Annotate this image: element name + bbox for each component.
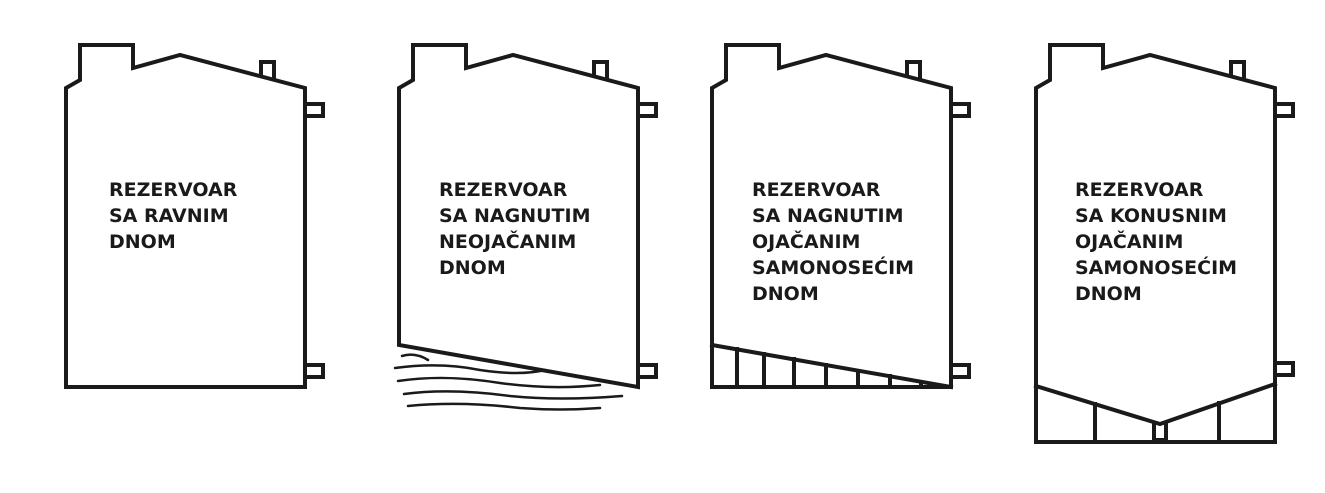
label-line: SA NAGNUTIM <box>439 205 590 227</box>
roof-nozzle <box>259 60 276 81</box>
tank-conical-reinforced-bottom: REZERVOAR SA KONUSNIM OJAČANIM SAMONOSEĆ… <box>1033 43 1295 444</box>
label-line: DNOM <box>439 257 506 279</box>
label-line: OJAČANIM <box>1075 229 1183 253</box>
tank-body-outline <box>710 43 953 389</box>
upper-side-nozzle <box>949 102 971 118</box>
conical-bottom-plate <box>1033 381 1278 427</box>
label-line: OJAČANIM <box>752 229 860 253</box>
roof-nozzle <box>592 60 609 81</box>
label-line: REZERVOAR <box>752 179 881 201</box>
label-line: NEOJAČANIM <box>439 229 576 253</box>
label-line: SA RAVNIM <box>109 205 229 227</box>
upper-side-nozzle <box>1273 102 1295 118</box>
lower-side-nozzle <box>303 363 325 379</box>
label-line: REZERVOAR <box>439 179 568 201</box>
label-line: SAMONOSEĆIM <box>752 255 914 279</box>
inclined-bottom-plate <box>709 342 954 390</box>
label-line: DNOM <box>109 231 176 253</box>
label-line: SA NAGNUTIM <box>752 205 903 227</box>
bottom-drain-nozzle <box>1152 422 1168 442</box>
tank-label: REZERVOAR SA NAGNUTIM NEOJAČANIM DNOM <box>439 179 597 279</box>
label-line: DNOM <box>1075 283 1142 305</box>
roof-nozzle <box>1229 60 1246 81</box>
label-line: SAMONOSEĆIM <box>1075 255 1237 279</box>
support-ribs <box>1093 401 1221 444</box>
upper-side-nozzle <box>636 102 658 118</box>
support-ribs <box>735 347 923 389</box>
tank-body-outline <box>64 43 307 389</box>
tank-label: REZERVOAR SA KONUSNIM OJAČANIM SAMONOSEĆ… <box>1075 179 1244 305</box>
tank-inclined-reinforced-bottom: REZERVOAR SA NAGNUTIM OJAČANIM SAMONOSEĆ… <box>709 43 971 390</box>
tank-body-outline <box>1034 43 1277 444</box>
label-line: DNOM <box>752 283 819 305</box>
ground-soil-lines <box>393 353 624 411</box>
tank-inclined-unreinforced-bottom: REZERVOAR SA NAGNUTIM NEOJAČANIM DNOM <box>393 43 658 411</box>
upper-side-nozzle <box>303 102 325 118</box>
roof-nozzle <box>905 60 922 81</box>
tank-label: REZERVOAR SA RAVNIM DNOM <box>109 179 244 253</box>
lower-side-nozzle <box>1273 361 1295 377</box>
lower-side-nozzle <box>636 363 658 379</box>
label-line: REZERVOAR <box>1075 179 1204 201</box>
label-line: SA KONUSNIM <box>1075 205 1227 227</box>
lower-side-nozzle <box>949 363 971 379</box>
tank-label: REZERVOAR SA NAGNUTIM OJAČANIM SAMONOSEĆ… <box>752 179 921 305</box>
tank-body-outline <box>397 43 640 390</box>
tank-flat-bottom: REZERVOAR SA RAVNIM DNOM <box>64 43 325 389</box>
label-line: REZERVOAR <box>109 179 238 201</box>
